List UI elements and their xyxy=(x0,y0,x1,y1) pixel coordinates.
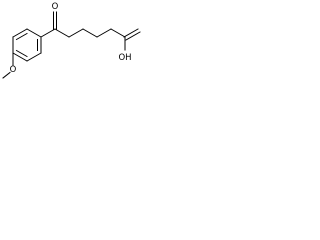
carbonyl-oxygen-label: O xyxy=(52,2,59,12)
chemical-structure-diagram: O O OH xyxy=(2,2,141,79)
ring-inner-double-bond xyxy=(15,32,28,41)
ring-to-carbonyl-bond xyxy=(40,28,56,38)
ring-inner-double-bond xyxy=(15,49,28,58)
acid-carbonyl-double-bond xyxy=(125,31,141,41)
hydroxyl-label: OH xyxy=(118,53,131,63)
ring-bond xyxy=(12,28,28,38)
chain-bond xyxy=(68,28,84,38)
benzene-ring xyxy=(12,28,42,62)
ether-oxygen-label: O xyxy=(10,65,17,75)
ether-to-methyl-bond xyxy=(2,71,11,79)
chain-bond xyxy=(110,28,126,38)
chain-bond xyxy=(82,28,98,38)
ring-bond xyxy=(26,52,42,62)
acid-carbonyl-double-bond xyxy=(123,28,139,38)
ring-bond xyxy=(26,28,42,38)
alkyl-chain xyxy=(54,28,126,38)
keto-chain: O xyxy=(40,2,59,38)
chain-bond xyxy=(54,28,70,38)
methoxy-group: O xyxy=(2,52,17,79)
carboxylic-acid-group: OH xyxy=(118,28,141,63)
chain-bond xyxy=(96,28,112,38)
ring-bond xyxy=(12,52,28,62)
